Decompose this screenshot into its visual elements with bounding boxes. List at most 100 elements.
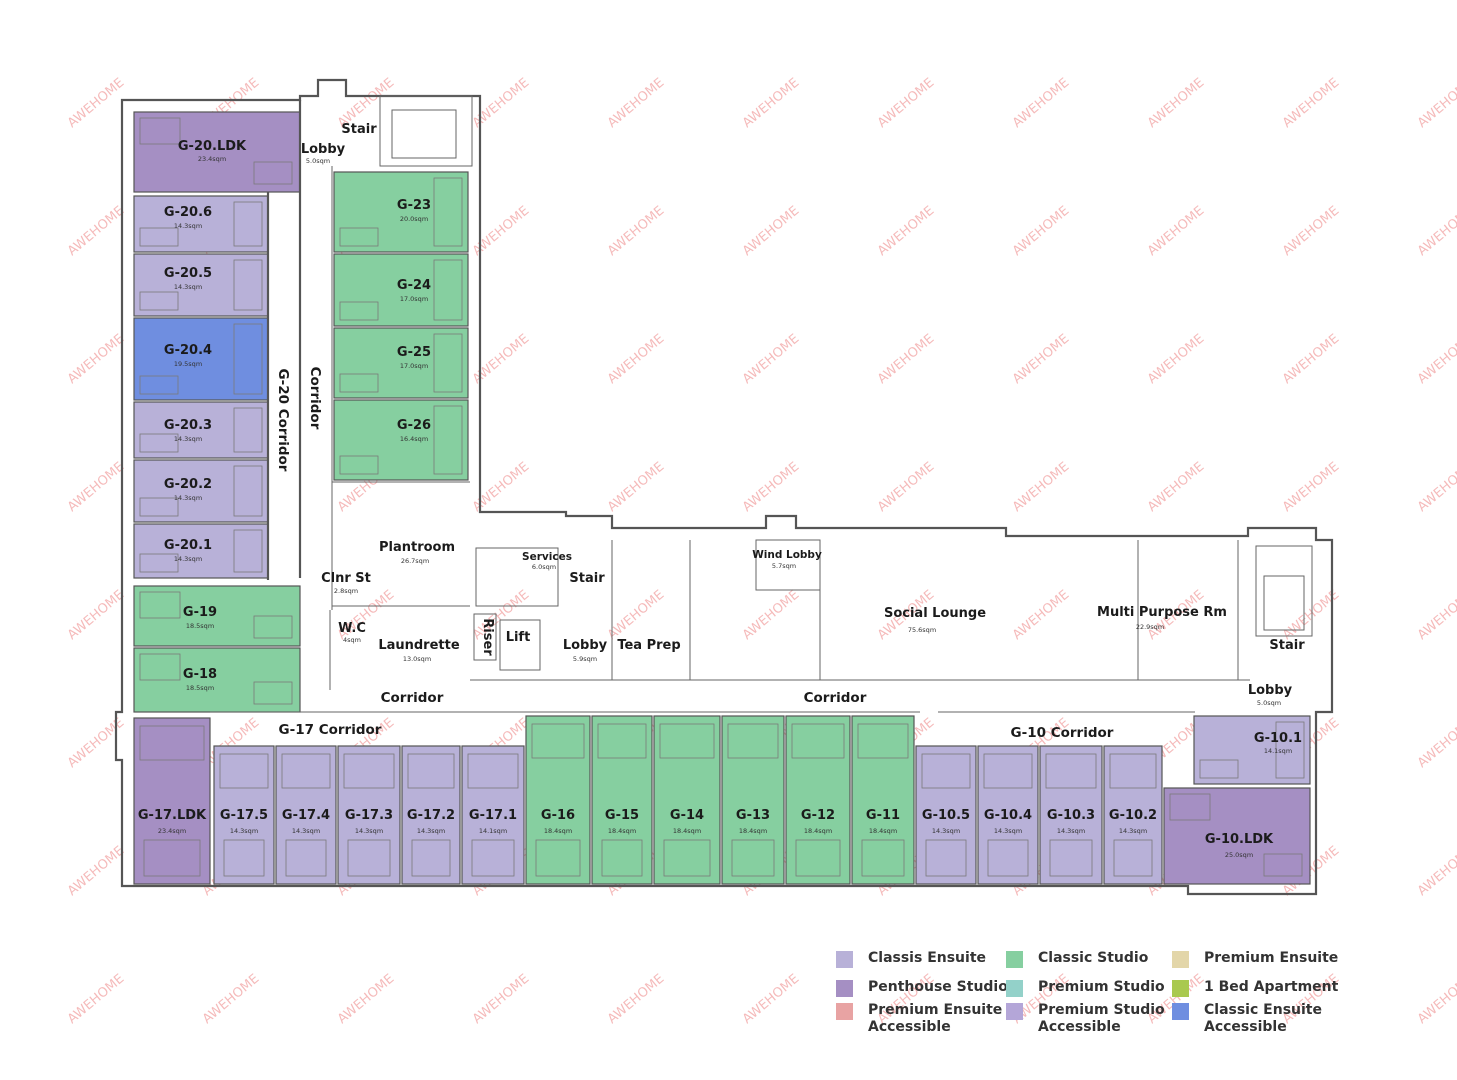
room-area: 20.0sqm bbox=[400, 215, 428, 223]
room-area: 14.3sqm bbox=[932, 827, 960, 835]
bathroom-pod bbox=[433, 405, 463, 475]
legend-item: 1 Bed Apartment bbox=[1172, 979, 1338, 997]
bed bbox=[925, 839, 967, 877]
legend-swatch bbox=[836, 1003, 853, 1020]
tea-prep-wall bbox=[611, 540, 691, 680]
watermark-text: AWEHOME bbox=[1415, 75, 1457, 131]
bed bbox=[139, 375, 179, 395]
room-area: 18.4sqm bbox=[608, 827, 636, 835]
space-lobby-right-label: Lobby bbox=[1248, 683, 1293, 698]
room-label: G-17.1 bbox=[469, 808, 517, 823]
space-multi-purpose-label: Multi Purpose Rm bbox=[1097, 605, 1227, 620]
room-g-11-fill bbox=[851, 715, 915, 885]
bathroom-pod bbox=[921, 753, 971, 789]
bed bbox=[339, 227, 379, 247]
bed bbox=[139, 497, 179, 517]
watermark-text: AWEHOME bbox=[740, 203, 802, 259]
watermark-text: AWEHOME bbox=[605, 331, 667, 387]
room-area: 16.4sqm bbox=[400, 435, 428, 443]
watermark-text: AWEHOME bbox=[1415, 971, 1457, 1027]
legend-swatch bbox=[1006, 951, 1023, 968]
bed bbox=[535, 839, 581, 877]
room-area: 14.3sqm bbox=[1119, 827, 1147, 835]
bathroom-pod bbox=[1109, 753, 1157, 789]
room-label: G-20.1 bbox=[164, 538, 212, 553]
stair-right-box bbox=[1255, 545, 1313, 637]
room-label: G-10.5 bbox=[922, 808, 970, 823]
watermark-text: AWEHOME bbox=[875, 75, 937, 131]
room-g-10.ldk-fill bbox=[1163, 787, 1311, 885]
watermark-text: AWEHOME bbox=[1145, 459, 1207, 515]
room-label: G-17.4 bbox=[282, 808, 330, 823]
room-g-10.1-fill bbox=[1193, 715, 1311, 785]
bed bbox=[1263, 853, 1303, 877]
legend-item: Premium Ensuite bbox=[1172, 950, 1338, 968]
watermark-text: AWEHOME bbox=[740, 459, 802, 515]
corridor-vertical-label: Corridor bbox=[307, 367, 323, 430]
vertical-corridor-wall bbox=[329, 166, 470, 690]
bed bbox=[253, 615, 293, 639]
room-label: G-20.3 bbox=[164, 418, 212, 433]
room-g-20.3-fill bbox=[133, 401, 269, 459]
bathroom-pod bbox=[219, 753, 269, 789]
left-wing-inner-wall bbox=[266, 100, 302, 580]
room-g-26-fill bbox=[333, 399, 469, 481]
bathroom-pod bbox=[139, 725, 205, 761]
room-label: G-18 bbox=[183, 667, 217, 682]
room-area: 25.0sqm bbox=[1225, 851, 1253, 859]
watermark-text: AWEHOME bbox=[1010, 587, 1072, 643]
room-g-15-fill bbox=[591, 715, 653, 885]
room-area: 14.3sqm bbox=[417, 827, 445, 835]
space-lobby-mid-label: Lobby bbox=[563, 638, 608, 653]
room-label: G-20.4 bbox=[164, 343, 212, 358]
bathroom-pod bbox=[233, 323, 263, 395]
watermark-text: AWEHOME bbox=[65, 843, 127, 899]
watermark-text: AWEHOME bbox=[740, 75, 802, 131]
legend-item: Penthouse Studio bbox=[836, 979, 1008, 997]
room-label: G-14 bbox=[670, 808, 704, 823]
bathroom-pod bbox=[467, 753, 519, 789]
room-label: G-10.2 bbox=[1109, 808, 1157, 823]
room-label: G-11 bbox=[866, 808, 900, 823]
labels: G-20.LDK23.4sqmG-20.614.3sqmG-20.514.3sq… bbox=[138, 122, 1305, 859]
bathroom-pod bbox=[597, 723, 647, 759]
legend-item: Classis Ensuite bbox=[836, 950, 986, 968]
space-riser-label: Riser bbox=[480, 618, 495, 656]
bed bbox=[139, 553, 179, 573]
corridor-laundrette-label: Corridor bbox=[381, 690, 444, 706]
space-lift-label: Lift bbox=[506, 630, 531, 645]
room-area: 17.0sqm bbox=[400, 362, 428, 370]
room-label: G-23 bbox=[397, 198, 431, 213]
legend-label: Premium Studio Accessible bbox=[1038, 1002, 1165, 1035]
bed bbox=[139, 433, 179, 453]
bed bbox=[347, 839, 391, 877]
watermark-text: AWEHOME bbox=[605, 459, 667, 515]
watermark-text: AWEHOME bbox=[605, 75, 667, 131]
watermark-text: AWEHOME bbox=[1415, 715, 1457, 771]
room-g-20.ldk-fill bbox=[133, 111, 301, 193]
services-box bbox=[475, 547, 559, 607]
bed bbox=[471, 839, 515, 877]
bed bbox=[1199, 759, 1239, 779]
room-area: 18.5sqm bbox=[186, 684, 214, 692]
bed bbox=[731, 839, 775, 877]
bed bbox=[339, 373, 379, 393]
legend-item: Classic Ensuite Accessible bbox=[1172, 1002, 1322, 1036]
room-area: 14.3sqm bbox=[174, 435, 202, 443]
space-social-lounge-label: Social Lounge bbox=[884, 606, 986, 621]
room-label: G-17.5 bbox=[220, 808, 268, 823]
legend-item: Classic Studio bbox=[1006, 950, 1148, 968]
outer-wall bbox=[114, 78, 1334, 896]
room-label: G-13 bbox=[736, 808, 770, 823]
room-area: 18.4sqm bbox=[544, 827, 572, 835]
bed bbox=[411, 839, 451, 877]
legend-label: Premium Ensuite Accessible bbox=[868, 1002, 1003, 1035]
watermark-text: AWEHOME bbox=[1415, 587, 1457, 643]
watermark-text: AWEHOME bbox=[1145, 203, 1207, 259]
room-area: 18.5sqm bbox=[186, 622, 214, 630]
bed bbox=[987, 839, 1029, 877]
bathroom-pod bbox=[857, 723, 909, 759]
room-label: G-26 bbox=[397, 418, 431, 433]
bathroom-pod bbox=[233, 407, 263, 453]
